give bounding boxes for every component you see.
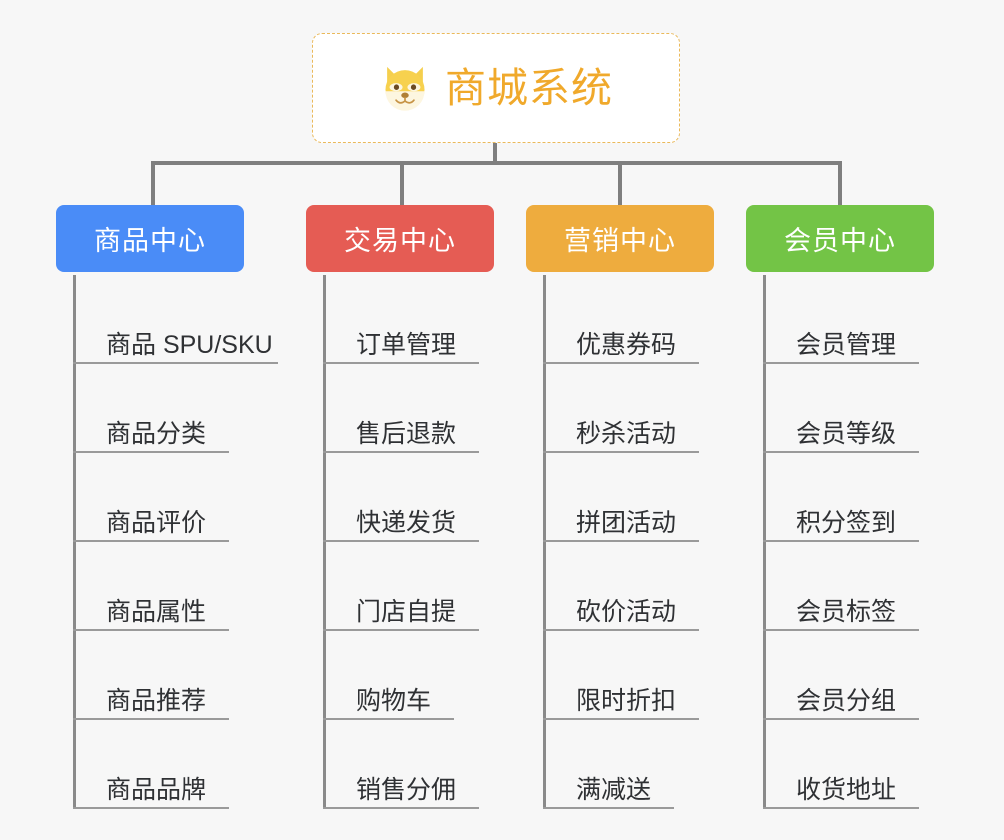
leaf-label: 会员分组 [796, 686, 897, 715]
list-item[interactable]: 订单管理 [323, 275, 479, 364]
leaf-rule [543, 718, 699, 720]
list-item[interactable]: 商品品牌 [73, 720, 273, 809]
list-item[interactable]: 门店自提 [323, 542, 479, 631]
leaf-rule [543, 629, 699, 631]
list-item[interactable]: 商品推荐 [73, 631, 273, 720]
leaf-rule [73, 451, 229, 453]
list-item[interactable]: 售后退款 [323, 364, 479, 453]
leaf-rule [763, 362, 919, 364]
list-item[interactable]: 拼团活动 [543, 453, 699, 542]
branch-header-1[interactable]: 商品中心 [56, 205, 244, 272]
leaf-label: 售后退款 [356, 419, 457, 448]
leaf-list-1: 商品 SPU/SKU 商品分类 商品评价 商品属性 商品推荐 商品品牌 [73, 275, 278, 809]
leaf-rule [73, 718, 229, 720]
connector-drop-3 [618, 161, 622, 207]
leaf-label: 购物车 [356, 686, 432, 715]
branch-header-1-label: 商品中心 [94, 226, 206, 256]
leaf-rule [323, 718, 454, 720]
leaf-label: 满减送 [576, 775, 652, 804]
branch-spine-2 [323, 275, 326, 809]
list-item[interactable]: 收货地址 [763, 720, 919, 809]
leaf-label: 商品属性 [106, 597, 207, 626]
leaf-label: 商品品牌 [106, 775, 207, 804]
leaf-label: 收货地址 [796, 775, 897, 804]
leaf-label: 积分签到 [796, 508, 897, 537]
leaf-label: 商品推荐 [106, 686, 207, 715]
list-item[interactable]: 商品分类 [73, 364, 273, 453]
leaf-label: 砍价活动 [576, 597, 677, 626]
leaf-label: 会员标签 [796, 597, 897, 626]
leaf-label: 快递发货 [356, 508, 457, 537]
list-item[interactable]: 积分签到 [763, 453, 919, 542]
branch-header-3-label: 营销中心 [564, 226, 676, 256]
leaf-label: 优惠券码 [576, 330, 677, 359]
leaf-label: 门店自提 [356, 597, 457, 626]
leaf-rule [323, 362, 479, 364]
list-item[interactable]: 销售分佣 [323, 720, 479, 809]
leaf-rule [323, 451, 479, 453]
leaf-label: 订单管理 [356, 330, 457, 359]
leaf-label: 会员等级 [796, 419, 897, 448]
leaf-rule [73, 807, 229, 809]
leaf-rule [763, 629, 919, 631]
branch-header-4[interactable]: 会员中心 [746, 205, 934, 272]
leaf-label: 会员管理 [796, 330, 897, 359]
leaf-label: 限时折扣 [576, 686, 677, 715]
list-item[interactable]: 会员管理 [763, 275, 919, 364]
list-item[interactable]: 商品评价 [73, 453, 273, 542]
root-title: 商城系统 [445, 64, 613, 111]
list-item[interactable]: 秒杀活动 [543, 364, 699, 453]
list-item[interactable]: 会员分组 [763, 631, 919, 720]
branch-header-2[interactable]: 交易中心 [306, 205, 494, 272]
list-item[interactable]: 限时折扣 [543, 631, 699, 720]
leaf-rule [543, 807, 674, 809]
connector-drop-1 [151, 161, 155, 207]
branch-spine-4 [763, 275, 766, 809]
list-item[interactable]: 会员标签 [763, 542, 919, 631]
list-item[interactable]: 购物车 [323, 631, 456, 720]
list-item[interactable]: 砍价活动 [543, 542, 699, 631]
connector-root-stem [493, 143, 497, 163]
leaf-rule [543, 362, 699, 364]
leaf-rule [763, 451, 919, 453]
connector-bus [151, 161, 842, 165]
branch-spine-1 [73, 275, 76, 809]
leaf-label: 销售分佣 [356, 775, 457, 804]
list-item[interactable]: 满减送 [543, 720, 676, 809]
root-node[interactable]: 商城系统 [312, 33, 680, 143]
branch-header-3[interactable]: 营销中心 [526, 205, 714, 272]
leaf-list-2: 订单管理 售后退款 快递发货 门店自提 购物车 销售分佣 [323, 275, 479, 809]
leaf-label: 商品分类 [106, 419, 207, 448]
leaf-label: 商品 SPU/SKU [106, 330, 273, 359]
leaf-rule [73, 362, 278, 364]
leaf-rule [543, 540, 699, 542]
leaf-rule [763, 540, 919, 542]
leaf-rule [73, 629, 229, 631]
list-item[interactable]: 优惠券码 [543, 275, 699, 364]
leaf-list-4: 会员管理 会员等级 积分签到 会员标签 会员分组 收货地址 [763, 275, 919, 809]
list-item[interactable]: 会员等级 [763, 364, 919, 453]
leaf-rule [763, 718, 919, 720]
leaf-list-3: 优惠券码 秒杀活动 拼团活动 砍价活动 限时折扣 满减送 [543, 275, 699, 809]
connector-drop-2 [400, 161, 404, 207]
shiba-dog-icon [385, 66, 425, 111]
list-item[interactable]: 商品 SPU/SKU [73, 275, 278, 364]
leaf-rule [543, 451, 699, 453]
leaf-rule [323, 629, 479, 631]
leaf-label: 秒杀活动 [576, 419, 677, 448]
leaf-rule [73, 540, 229, 542]
branch-spine-3 [543, 275, 546, 809]
branch-header-4-label: 会员中心 [784, 226, 896, 256]
leaf-label: 商品评价 [106, 508, 207, 537]
leaf-rule [323, 540, 479, 542]
connector-drop-4 [838, 161, 842, 207]
list-item[interactable]: 商品属性 [73, 542, 273, 631]
leaf-rule [763, 807, 919, 809]
list-item[interactable]: 快递发货 [323, 453, 479, 542]
leaf-label: 拼团活动 [576, 508, 677, 537]
branch-header-2-label: 交易中心 [344, 226, 456, 256]
leaf-rule [323, 807, 479, 809]
